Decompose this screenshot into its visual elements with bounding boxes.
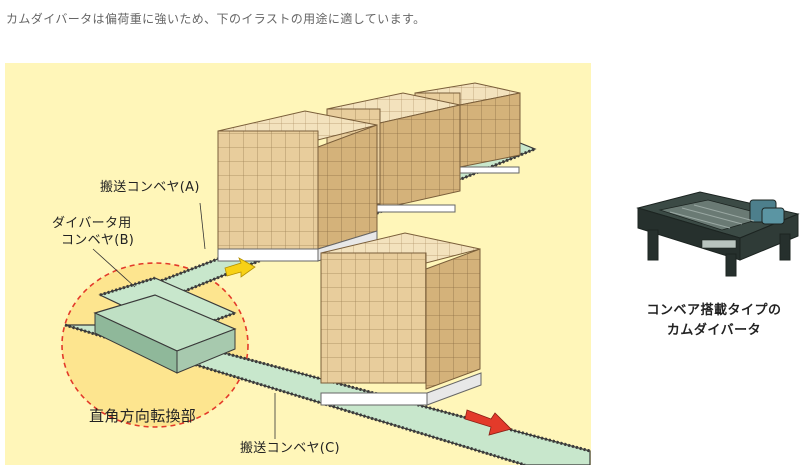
label-diverter-line2: コンベヤ(B) — [61, 233, 135, 248]
pallet-load-near-c — [320, 232, 482, 406]
label-conveyor-c: 搬送コンベヤ(C) — [240, 441, 340, 456]
cam-diverter-product-image — [630, 180, 802, 280]
flow-arrow-yellow — [224, 257, 256, 278]
label-conveyor-a: 搬送コンベヤ(A) — [100, 180, 200, 195]
conveyor-diagram — [61, 82, 591, 465]
pallet-load-near-a — [217, 110, 378, 262]
flow-arrow-red — [464, 409, 512, 436]
caption-line2: カムダイバータ — [666, 323, 762, 338]
product-drawing — [636, 191, 800, 277]
caption-line1: コンベア搭載タイプの — [646, 303, 782, 318]
intro-text: カムダイバータは偏荷重に強いため、下のイラストの用途に適しています。 — [6, 12, 426, 26]
product-caption: コンベア搭載タイプの カムダイバータ — [622, 301, 806, 341]
conveyor-illustration: 搬送コンベヤ(A) ダイバータ用 コンベヤ(B) 直角方向転換部 搬送コンベヤ(… — [5, 63, 591, 465]
label-diverter-line1: ダイバータ用 — [52, 216, 132, 231]
label-transfer: 直角方向転換部 — [89, 407, 197, 425]
